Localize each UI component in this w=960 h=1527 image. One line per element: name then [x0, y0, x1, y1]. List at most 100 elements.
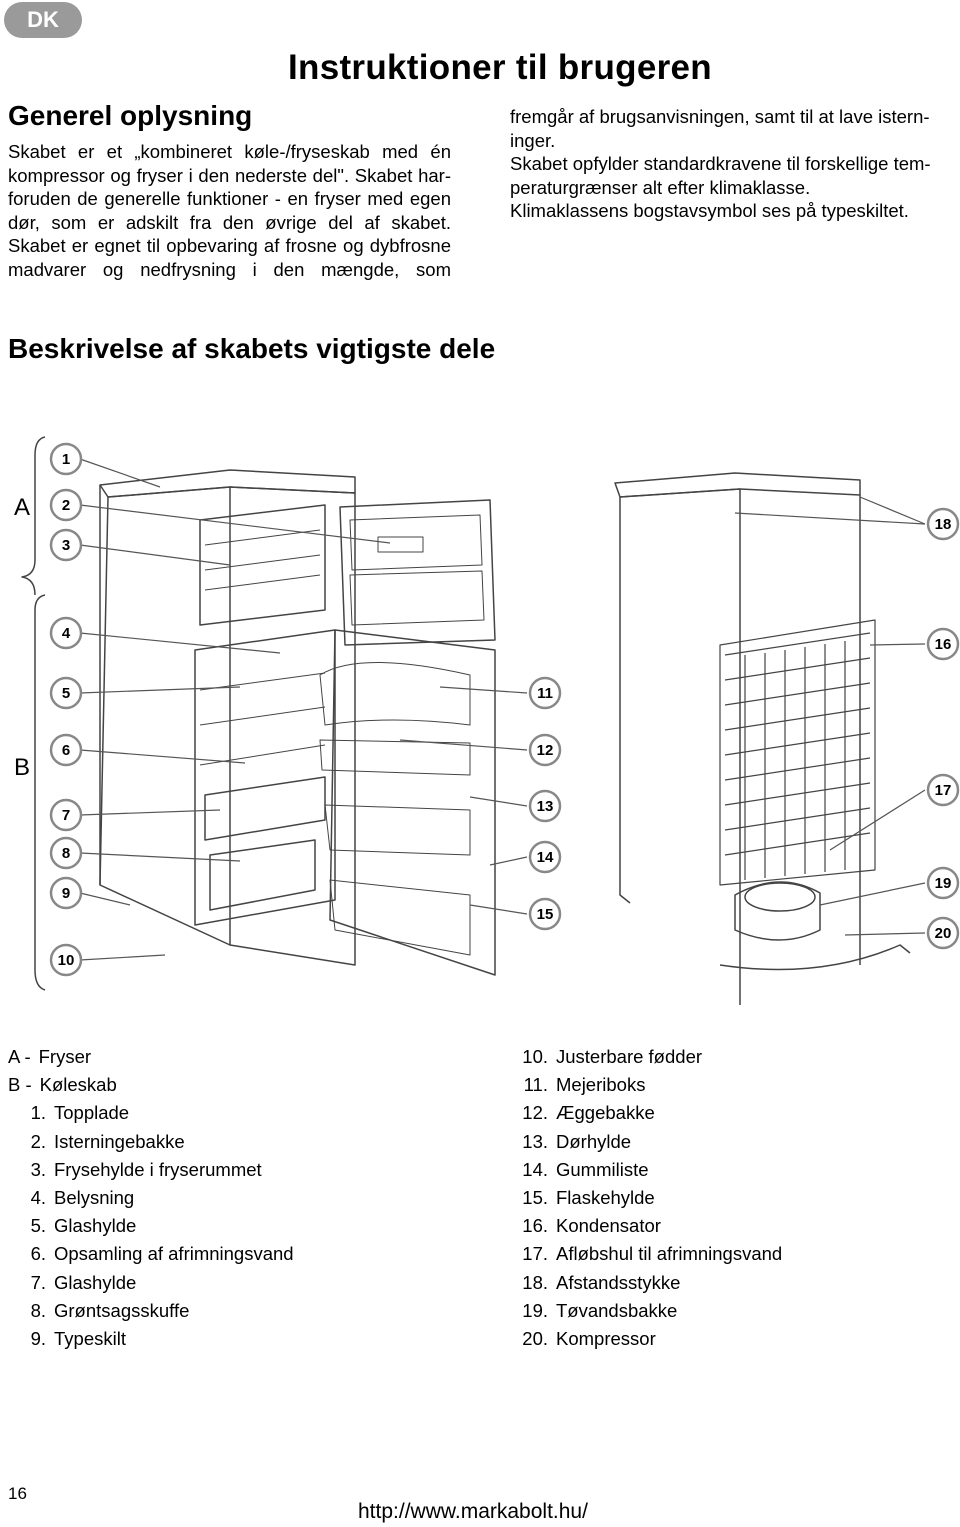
legend-item-label: Typeskilt — [54, 1327, 126, 1349]
callout-marker: 5 — [49, 676, 83, 710]
legend-item: A - Fryser — [8, 1043, 294, 1071]
legend-item-label: Flaskehylde — [556, 1186, 655, 1208]
legend-item-number: 15. — [522, 1186, 548, 1208]
right-column-text: fremgår af brugsanvisningen, samt til at… — [510, 105, 956, 223]
legend-item: 2. Isterningebakke — [8, 1128, 294, 1156]
legend-item: 11. Mejeriboks — [510, 1071, 782, 1099]
callout-marker: 17 — [926, 773, 960, 807]
callout-marker: 12 — [528, 733, 562, 767]
legend-item-number: 12. — [522, 1102, 548, 1124]
callout-number: 4 — [62, 625, 71, 642]
legend-item-number: 1. — [30, 1102, 46, 1124]
legend-item-label: Isterningebakke — [54, 1130, 185, 1152]
paragraph: Skabet er et „kombineret køle-/fryseskab… — [8, 141, 451, 233]
legend-item-label: Glashylde — [54, 1215, 137, 1237]
legend-item: 7.Glashylde — [8, 1269, 294, 1297]
callout-marker: 19 — [926, 866, 960, 900]
callout-marker: 1 — [49, 442, 83, 476]
legend-item-label: Belysning — [54, 1186, 135, 1208]
footer-url: http://www.markabolt.hu/ — [358, 1500, 588, 1523]
callout-number: 6 — [62, 742, 70, 759]
legend-item: 13. Dørhylde — [510, 1128, 782, 1156]
callout-number: 2 — [62, 497, 70, 514]
legend-item-label: Grøntsagsskuffe — [54, 1299, 190, 1321]
callout-number: 9 — [62, 885, 70, 902]
legend-item: 9.Typeskilt — [8, 1325, 294, 1353]
callout-marker: 11 — [528, 676, 562, 710]
callout-number: 20 — [935, 925, 952, 942]
legend-item-number: 18. — [522, 1271, 548, 1293]
legend-item-number: 6. — [30, 1243, 46, 1265]
legend-item: B -Køleskab — [8, 1071, 294, 1099]
callout-number: 10 — [58, 952, 75, 969]
legend-item-label: Opsamling af afrimningsvand — [54, 1243, 294, 1265]
callout-number: 3 — [62, 537, 70, 554]
legend-item-number: 13. — [522, 1130, 548, 1152]
language-badge: DK — [4, 2, 82, 38]
callout-marker: 13 — [528, 789, 562, 823]
legend-item-label: Kompressor — [556, 1327, 656, 1349]
legend-item-label: Fryser — [38, 1046, 92, 1067]
section-heading-general: Generel oplysning — [8, 100, 253, 131]
legend-item: 8. Grøntsagsskuffe — [8, 1297, 294, 1325]
callout-marker: 6 — [49, 733, 83, 767]
legend-item-label: Afstandsstykke — [556, 1271, 681, 1293]
legend-item: 6. Opsamling af afrimningsvand — [8, 1240, 294, 1268]
legend-item-number: 4. — [30, 1186, 46, 1208]
parts-legend-right: 10. Justerbare fødder 11. Mejeriboks 12. Ægge… — [510, 1043, 782, 1353]
callout-number: 17 — [935, 782, 952, 799]
callout-number: 7 — [62, 807, 70, 824]
legend-item: 19.Tøvandsbakke — [510, 1297, 782, 1325]
paragraph: Klimaklassens bogstavsymbol ses på types… — [510, 200, 909, 221]
callout-marker: 7 — [49, 798, 83, 832]
callout-number: 14 — [537, 849, 554, 866]
legend-item-label: Mejeriboks — [556, 1074, 646, 1096]
legend-item: 4. Belysning — [8, 1184, 294, 1212]
legend-item: 10. Justerbare fødder — [510, 1043, 782, 1071]
callout-number: 16 — [935, 636, 952, 653]
legend-item: 1. Topplade — [8, 1099, 294, 1127]
left-column-text: Skabet er et „kombineret køle-/fryseskab… — [8, 140, 451, 281]
legend-item-label: Æggebakke — [556, 1102, 655, 1124]
callout-marker: 9 — [49, 876, 83, 910]
legend-item-number: 8. — [30, 1299, 46, 1321]
callout-number: 1 — [62, 451, 70, 468]
legend-item-number: 10. — [522, 1046, 548, 1067]
page-number: 16 — [8, 1484, 27, 1503]
legend-item: 3.Frysehylde i fryserummet — [8, 1156, 294, 1184]
paragraph: Skabet opfylder standardkravene til fors… — [510, 153, 931, 198]
legend-item-number: 5. — [30, 1215, 46, 1237]
parts-legend-left: A - Fryser B -Køleskab 1. Topplade 2. Isternin… — [8, 1043, 294, 1353]
legend-item-label: Dørhylde — [556, 1130, 632, 1152]
callout-number: 11 — [537, 685, 553, 702]
legend-item-number: 11. — [523, 1074, 548, 1096]
legend-item-label: Afløbshul til afrimningsvand — [556, 1243, 783, 1265]
callout-marker: 15 — [528, 897, 562, 931]
section-label-a: A — [14, 494, 30, 521]
legend-item: 20.Kompressor — [510, 1325, 782, 1353]
callout-number: 19 — [935, 875, 952, 892]
callout-number: 5 — [62, 685, 70, 702]
callout-marker: 16 — [926, 627, 960, 661]
legend-item-number: 14. — [522, 1158, 548, 1180]
legend-item-label: Topplade — [54, 1102, 130, 1124]
paragraph: Skabet er egnet til opbevaring af frosne… — [8, 235, 451, 280]
legend-item: 17.Afløbshul til afrimningsvand — [510, 1240, 782, 1268]
callout-marker: 20 — [926, 916, 960, 950]
legend-item-number: A - — [8, 1046, 31, 1067]
callout-marker: 2 — [49, 488, 83, 522]
legend-item-label: Gummiliste — [556, 1158, 649, 1180]
callout-number: 15 — [537, 906, 554, 923]
legend-item-label: Justerbare fødder — [556, 1046, 703, 1067]
callout-marker: 18 — [926, 507, 960, 541]
callout-number: 8 — [62, 845, 70, 862]
legend-item-label: Tøvandsbakke — [556, 1299, 678, 1321]
legend-item: 14. Gummiliste — [510, 1156, 782, 1184]
callout-marker: 4 — [49, 616, 83, 650]
legend-item-number: B - — [8, 1074, 32, 1096]
callout-number: 13 — [537, 798, 554, 815]
legend-item-number: 2. — [30, 1130, 46, 1152]
paragraph: fremgår af brugsanvisningen, samt til at… — [510, 106, 930, 151]
callout-number: 18 — [935, 516, 952, 533]
